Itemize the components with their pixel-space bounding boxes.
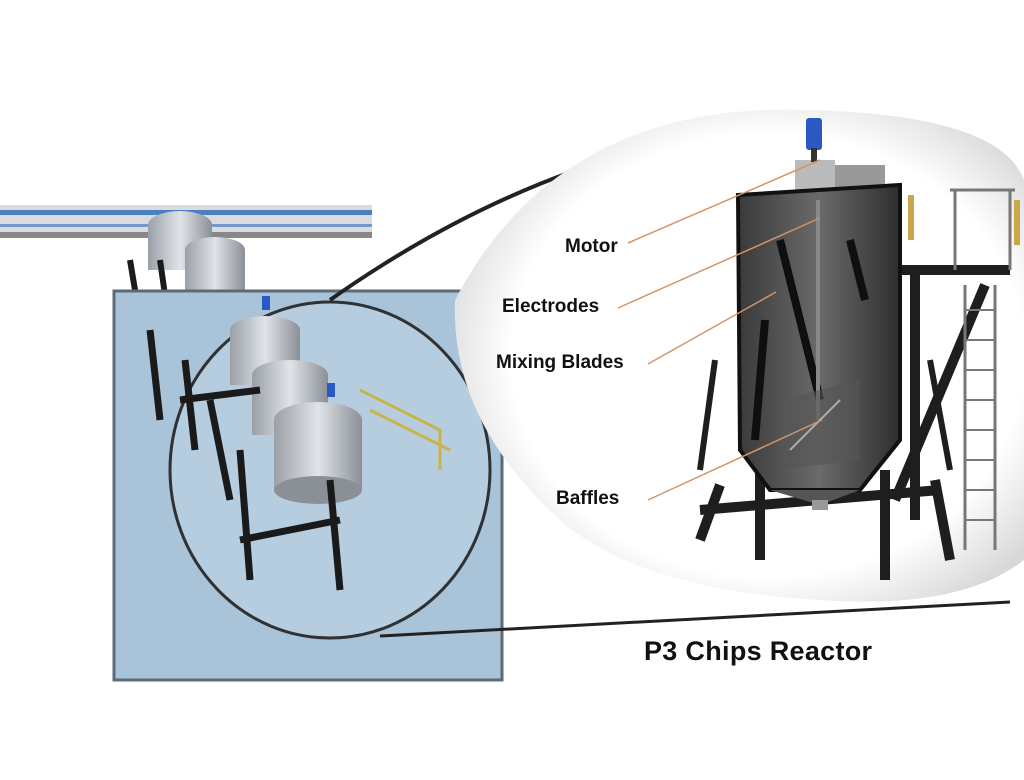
leader-motor xyxy=(627,159,821,244)
reactor-illustration xyxy=(695,118,1020,580)
leader-electrodes xyxy=(617,217,821,309)
figure-caption: P3 Chips Reactor xyxy=(644,636,873,666)
label-baffles: Baffles xyxy=(556,488,620,509)
inset-reactors xyxy=(146,296,451,591)
label-mixing-blades: Mixing Blades xyxy=(496,352,624,373)
leader-baffles xyxy=(647,419,823,501)
motor-icon xyxy=(806,118,822,150)
label-motor: Motor xyxy=(565,236,618,257)
leader-mixing-blades xyxy=(647,291,777,365)
zoom-connector-bottom xyxy=(379,600,1011,638)
label-electrodes: Electrodes xyxy=(502,296,600,317)
